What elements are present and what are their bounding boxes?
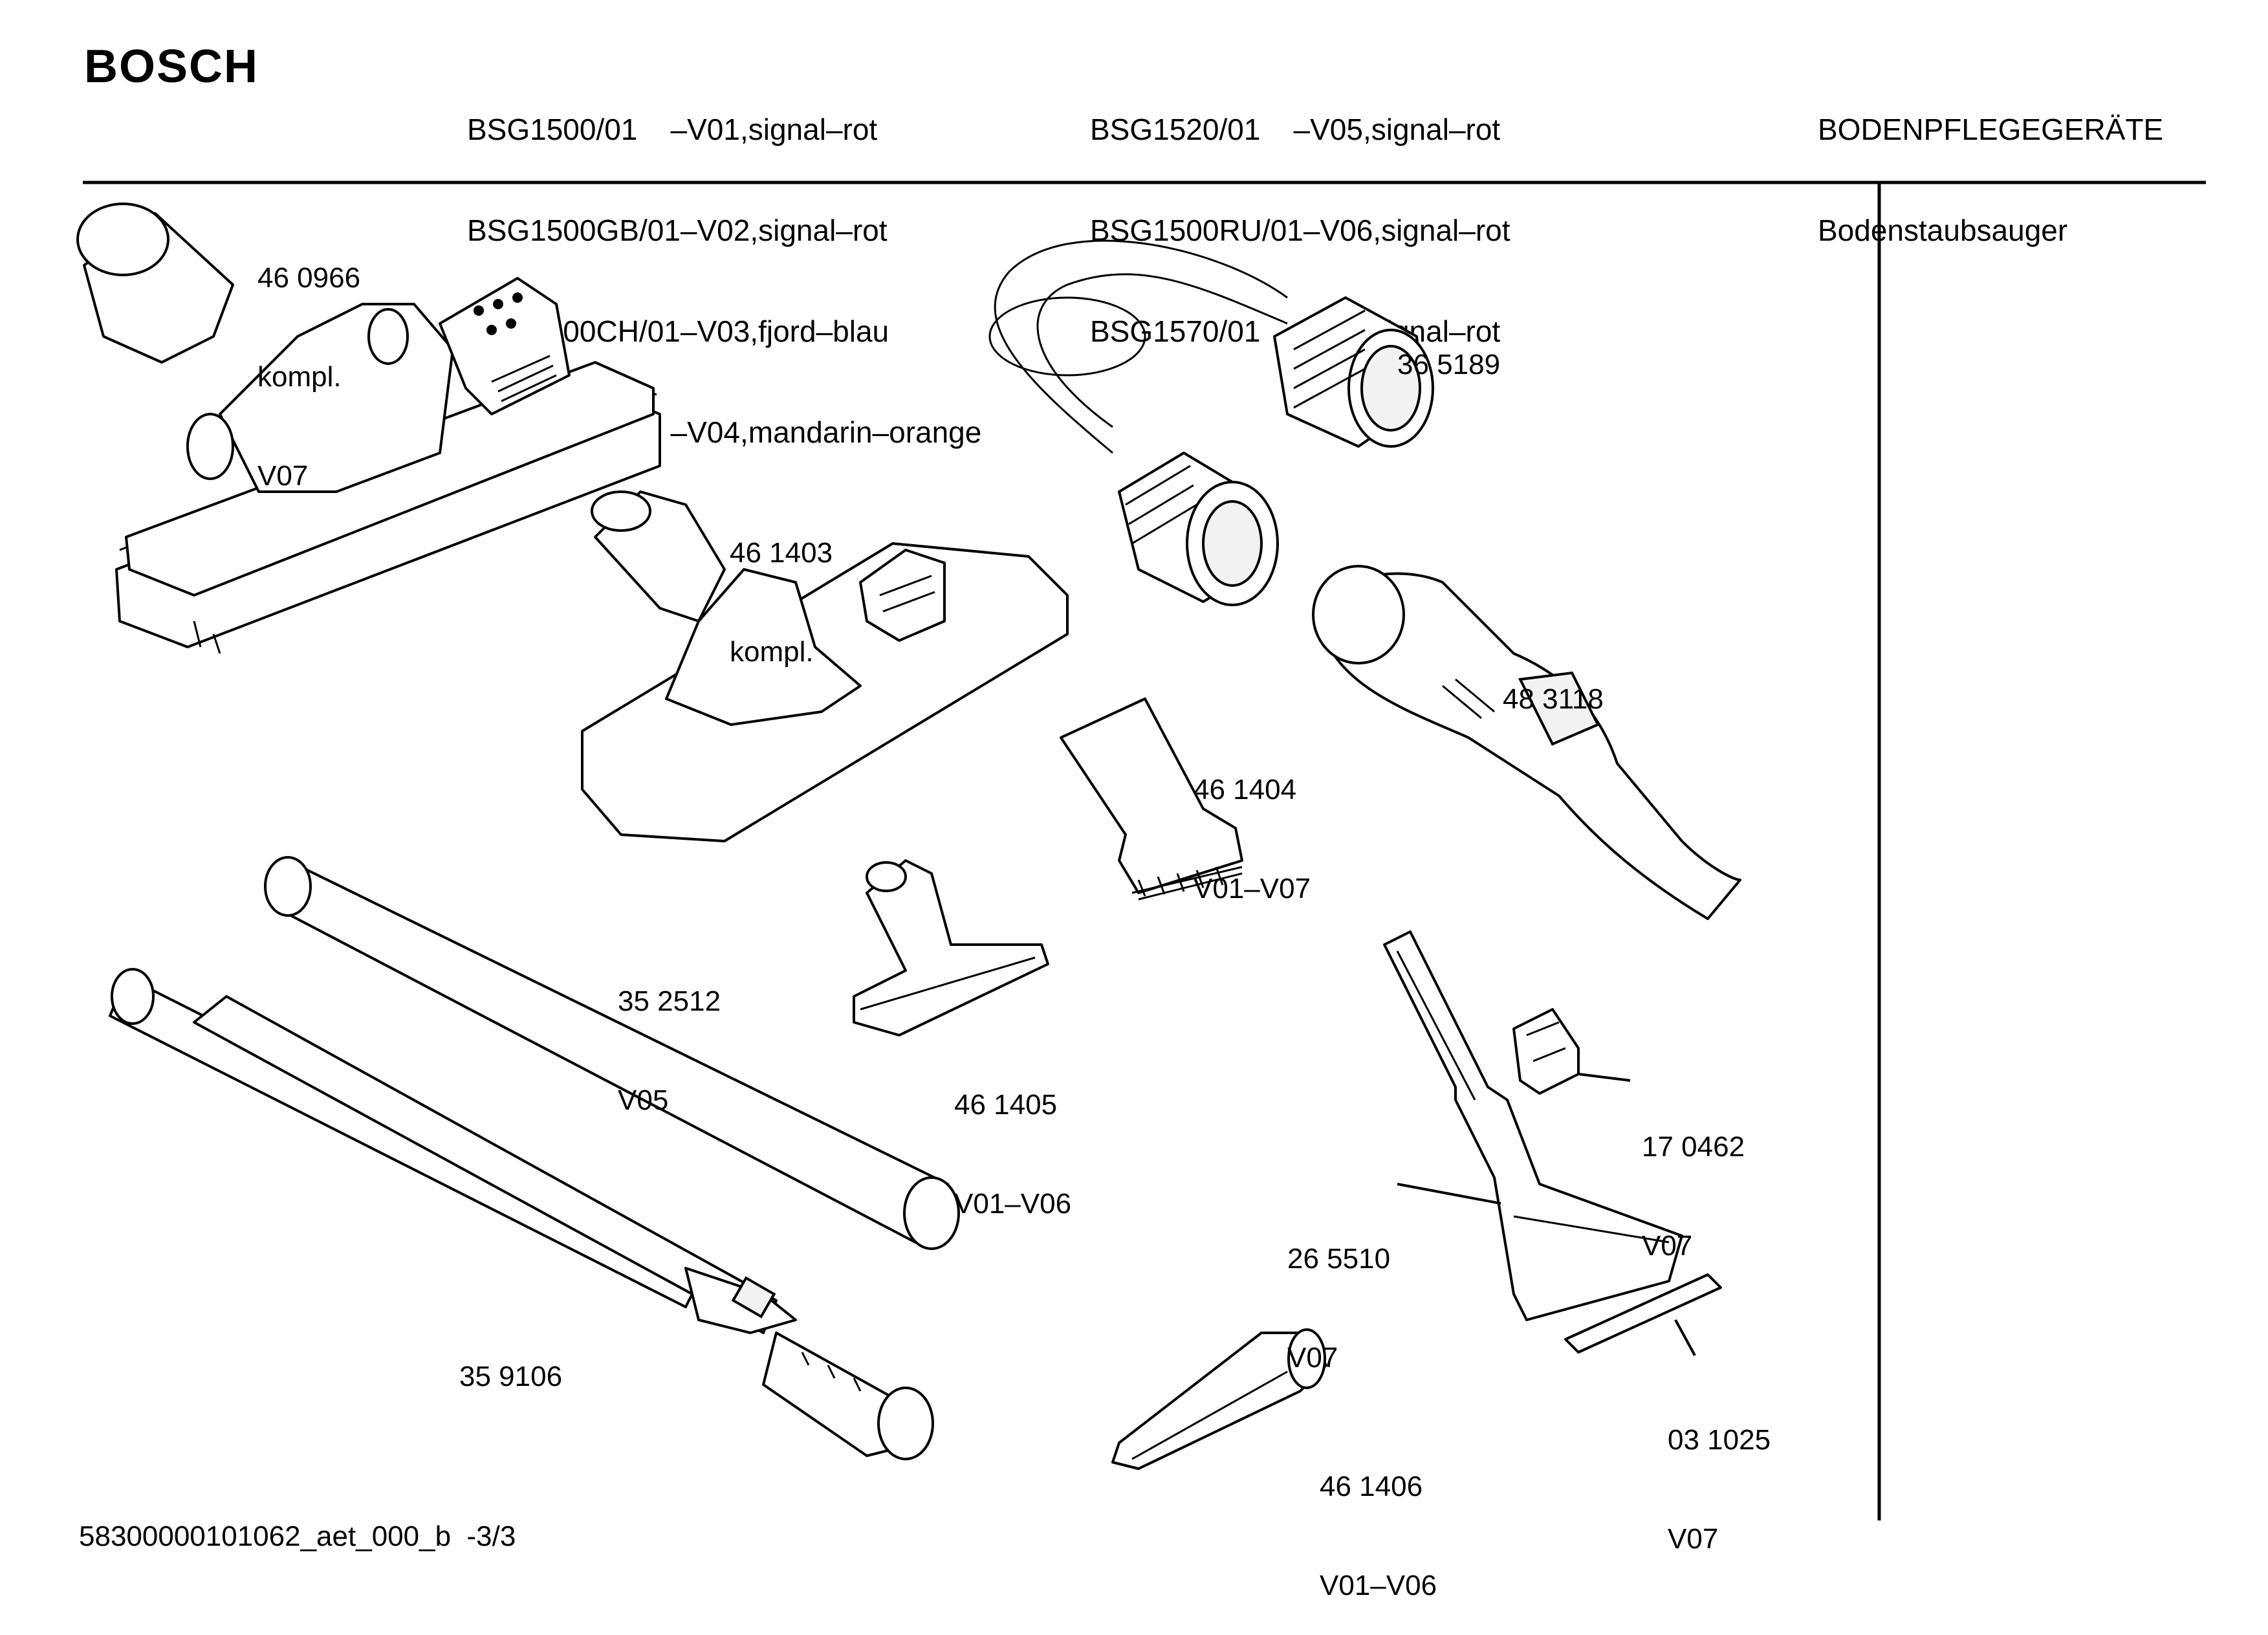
part-label-365189: 36 5189: [1397, 282, 1500, 414]
clip-icon[interactable]: [1512, 1008, 1631, 1095]
part-label-461405: 46 1405 V01–V06: [954, 1022, 1071, 1253]
part-variant: V07: [1287, 1342, 1338, 1374]
part-variant: V05: [618, 1084, 669, 1116]
part-variant: V01–V07: [1194, 873, 1311, 905]
part-variant: V07: [257, 460, 309, 492]
part-number: 35 2512: [618, 985, 721, 1017]
tube-icon[interactable]: [264, 856, 960, 1250]
telescopic-tube-icon[interactable]: [109, 968, 934, 1460]
part-label-031025: 03 1025 V07: [1668, 1357, 1771, 1588]
category-title: BODENPFLEGEGERÄTE: [1818, 113, 2164, 146]
part-label-460966: 46 0966 kompl. V07: [257, 195, 360, 525]
upholstery-nozzle-icon[interactable]: [853, 859, 1049, 1037]
model-line: BSG1520/01 –V05,signal–rot: [1090, 113, 1501, 146]
part-number: 36 5189: [1397, 349, 1501, 380]
model-line: BSG1500/01 –V01,signal–rot: [467, 113, 878, 146]
part-variant: V07: [1642, 1230, 1693, 1262]
part-number: 17 0462: [1642, 1131, 1745, 1163]
part-note: kompl.: [257, 361, 342, 393]
floor-nozzle-icon[interactable]: [581, 490, 1069, 842]
model-line: BSG1500GB/01–V02,signal–rot: [467, 214, 888, 247]
suction-hose-icon[interactable]: [988, 239, 1434, 606]
crevice-nozzle-icon[interactable]: [1111, 1328, 1327, 1470]
part-variant: V07: [1668, 1523, 1719, 1555]
part-label-352512: 35 2512 V05: [618, 919, 721, 1150]
part-label-483118: 48 3118: [1503, 617, 1604, 749]
part-number: 03 1025: [1668, 1424, 1771, 1456]
part-number: 48 3118: [1503, 683, 1604, 715]
model-line: BSG1500RU/01–V06,signal–rot: [1090, 214, 1510, 247]
part-number: 46 1404: [1194, 774, 1297, 806]
document-id: 58300000101062_aet_000_b -3/3: [79, 1520, 516, 1552]
handle-icon[interactable]: [1312, 565, 1741, 920]
part-label-461404: 46 1404 V01–V07: [1194, 707, 1311, 938]
exploded-parts-diagram: [76, 181, 2206, 1520]
part-variant: V01–V06: [1320, 1570, 1437, 1601]
part-number: 35 9106: [459, 1361, 563, 1392]
part-variant: V01–V06: [954, 1188, 1072, 1220]
part-number: 46 1406: [1320, 1471, 1423, 1502]
category-block: BODENPFLEGEGERÄTE Bodenstaubsauger: [1818, 45, 2163, 281]
part-label-461403: 46 1403 kompl.: [730, 470, 833, 701]
part-label-359106: 35 9106: [459, 1294, 562, 1426]
part-number: 46 1403: [730, 537, 833, 569]
strip-icon[interactable]: [1564, 1273, 1722, 1356]
part-number: 26 5510: [1287, 1243, 1391, 1275]
part-label-265510: 26 5510 V07: [1287, 1176, 1390, 1407]
part-number: 46 0966: [257, 262, 361, 294]
brush-nozzle-icon[interactable]: [1060, 697, 1243, 901]
category-subtitle: Bodenstaubsauger: [1818, 214, 2068, 247]
turbo-nozzle-icon[interactable]: [1383, 930, 1683, 1321]
part-label-170462: 17 0462 V07: [1642, 1064, 1745, 1295]
part-label-461406: 46 1406 V01–V06: [1320, 1404, 1437, 1635]
part-note: kompl.: [730, 636, 814, 668]
part-number: 46 1405: [954, 1089, 1058, 1121]
brand-logo: BOSCH: [84, 41, 259, 93]
floor-nozzle-icon[interactable]: [76, 203, 661, 654]
